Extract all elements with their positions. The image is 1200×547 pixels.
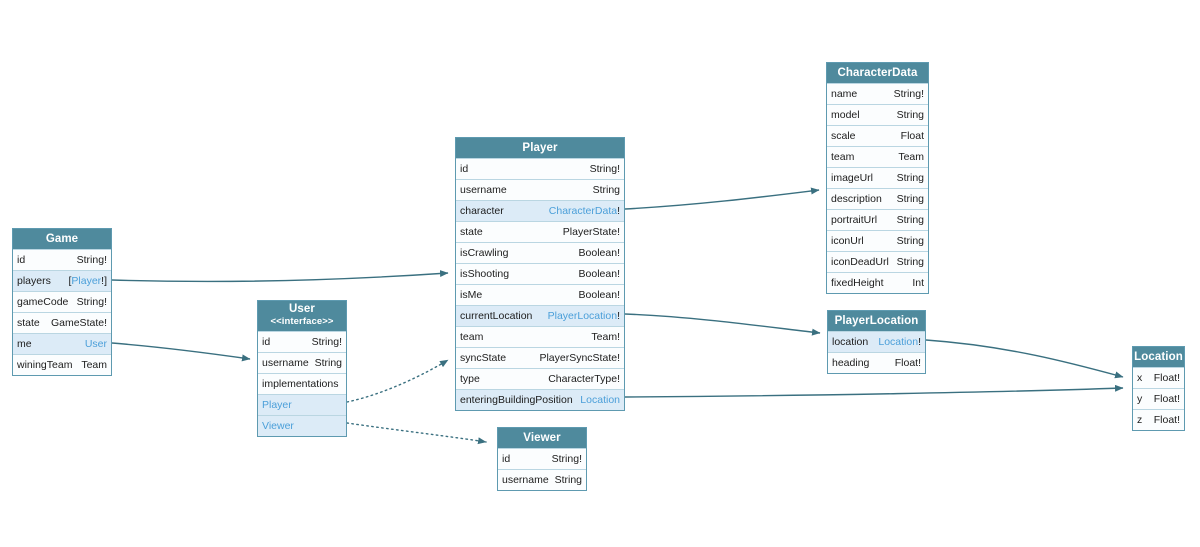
field-row-player-character[interactable]: character CharacterData!	[456, 200, 624, 221]
type-link-player[interactable]: Player	[71, 275, 102, 287]
field-row-game-gamecode[interactable]: gameCode String!	[13, 291, 111, 312]
field-row-player-syncstate[interactable]: syncState PlayerSyncState!	[456, 347, 624, 368]
type-node-game-title: Game	[13, 229, 111, 249]
field-row-player-username[interactable]: username String	[456, 179, 624, 200]
interface-stereotype: <<interface>>	[270, 316, 334, 327]
field-row-player-isshooting[interactable]: isShooting Boolean!	[456, 263, 624, 284]
field-row-player-type[interactable]: type CharacterType!	[456, 368, 624, 389]
type-node-user[interactable]: User <<interface>> id String! username S…	[257, 300, 347, 437]
field-row-location-x[interactable]: x Float!	[1133, 367, 1184, 388]
implementations-label-row: implementations	[258, 373, 346, 394]
field-row-playerlocation-heading[interactable]: heading Float!	[828, 352, 925, 373]
type-node-player-title: Player	[456, 138, 624, 158]
field-row-characterdata-icondeadurl[interactable]: iconDeadUrl String	[827, 251, 928, 272]
field-row-player-id[interactable]: id String!	[456, 158, 624, 179]
type-link-user[interactable]: User	[84, 338, 107, 350]
implementation-row-player[interactable]: Player	[258, 394, 346, 415]
field-row-viewer-username[interactable]: username String	[498, 469, 586, 490]
type-link-location[interactable]: Location	[878, 336, 919, 348]
type-node-playerlocation-title: PlayerLocation	[828, 311, 925, 331]
edge-user-implementation-player	[346, 359, 449, 403]
field-row-game-players[interactable]: players [Player!]	[13, 270, 111, 291]
field-row-player-isme[interactable]: isMe Boolean!	[456, 284, 624, 305]
type-node-player[interactable]: Player id String! username String charac…	[455, 137, 625, 411]
edge-player-currentlocation-to-playerlocation	[624, 313, 821, 336]
type-link-player[interactable]: Player	[262, 399, 292, 411]
type-node-viewer[interactable]: Viewer id String! username String	[497, 427, 587, 491]
field-row-game-id[interactable]: id String!	[13, 249, 111, 270]
field-row-game-winingteam[interactable]: winingTeam Team	[13, 354, 111, 375]
field-row-characterdata-fixedheight[interactable]: fixedHeight Int	[827, 272, 928, 293]
edge-game-me-to-user	[111, 342, 251, 362]
edge-player-enteringbuildingposition-to-location	[624, 384, 1124, 398]
field-row-location-y[interactable]: y Float!	[1133, 388, 1184, 409]
field-row-user-username[interactable]: username String	[258, 352, 346, 373]
field-row-player-iscrawling[interactable]: isCrawling Boolean!	[456, 242, 624, 263]
field-row-user-id[interactable]: id String!	[258, 331, 346, 352]
field-row-characterdata-imageurl[interactable]: imageUrl String	[827, 167, 928, 188]
type-link-viewer[interactable]: Viewer	[262, 420, 294, 432]
edge-game-players-to-player	[111, 270, 449, 283]
field-row-game-me[interactable]: me User	[13, 333, 111, 354]
type-node-characterdata-title: CharacterData	[827, 63, 928, 83]
field-row-characterdata-description[interactable]: description String	[827, 188, 928, 209]
field-row-characterdata-team[interactable]: team Team	[827, 146, 928, 167]
type-node-viewer-title: Viewer	[498, 428, 586, 448]
type-link-location[interactable]: Location	[580, 394, 620, 406]
type-node-playerlocation[interactable]: PlayerLocation location Location! headin…	[827, 310, 926, 374]
type-node-location[interactable]: Location x Float! y Float! z Float!	[1132, 346, 1185, 431]
field-row-viewer-id[interactable]: id String!	[498, 448, 586, 469]
type-node-location-title: Location	[1133, 347, 1184, 367]
field-row-characterdata-name[interactable]: name String!	[827, 83, 928, 104]
type-node-characterdata[interactable]: CharacterData name String! model String …	[826, 62, 929, 294]
type-node-game[interactable]: Game id String! players [Player!] gameCo…	[12, 228, 112, 376]
field-row-player-enteringbuildingposition[interactable]: enteringBuildingPosition Location	[456, 389, 624, 410]
field-row-game-state[interactable]: state GameState!	[13, 312, 111, 333]
field-row-characterdata-scale[interactable]: scale Float	[827, 125, 928, 146]
field-row-player-state[interactable]: state PlayerState!	[456, 221, 624, 242]
type-link-playerlocation[interactable]: PlayerLocation	[547, 310, 618, 322]
field-row-characterdata-portraiturl[interactable]: portraitUrl String	[827, 209, 928, 230]
edge-playerlocation-location-to-location	[925, 339, 1124, 379]
field-row-location-z[interactable]: z Float!	[1133, 409, 1184, 430]
type-link-characterdata[interactable]: CharacterData	[548, 205, 618, 217]
edge-player-character-to-characterdata	[624, 187, 820, 210]
field-row-playerlocation-location[interactable]: location Location!	[828, 331, 925, 352]
field-row-player-team[interactable]: team Team!	[456, 326, 624, 347]
type-node-user-title: User <<interface>>	[258, 301, 346, 331]
edge-user-implementation-viewer	[346, 422, 487, 445]
field-row-characterdata-model[interactable]: model String	[827, 104, 928, 125]
field-row-player-currentlocation[interactable]: currentLocation PlayerLocation!	[456, 305, 624, 326]
field-row-characterdata-iconurl[interactable]: iconUrl String	[827, 230, 928, 251]
implementation-row-viewer[interactable]: Viewer	[258, 415, 346, 436]
